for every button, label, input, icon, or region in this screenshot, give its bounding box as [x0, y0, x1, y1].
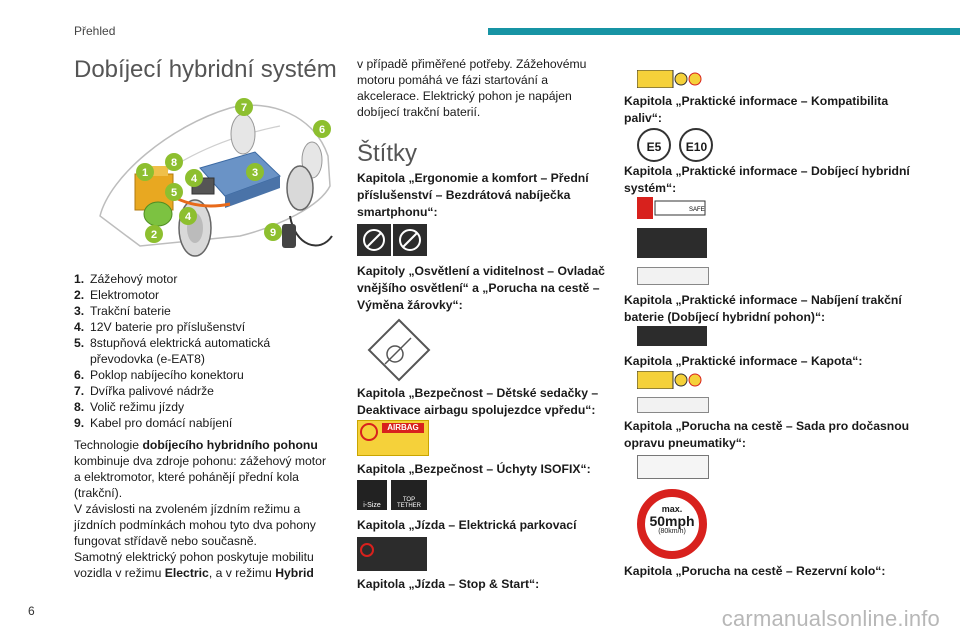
prohibition-icon — [360, 423, 378, 441]
sticker-airbag: AIRBAG — [357, 420, 429, 456]
page-number: 6 — [28, 604, 35, 618]
sticker-wireless-charger — [357, 224, 427, 261]
parking-brake-icon — [360, 543, 374, 557]
body-paragraph-3: Samotný elektrický pohon poskytuje mobil… — [74, 550, 314, 580]
isize-icon: i-Size — [357, 480, 387, 510]
sticker-hybrid: SAFE — [637, 197, 707, 224]
header-accent-bar — [488, 28, 960, 35]
marker-4a-label: 4 — [191, 173, 198, 185]
header-section: Přehled — [74, 24, 116, 38]
body-paragraph-4: v případě přiměřené potřeby. Zážehovému … — [357, 57, 587, 119]
marker-6-label: 6 — [319, 124, 325, 136]
label-fuel: Kapitola „Praktické informace – Kompatib… — [624, 94, 889, 125]
marker-3 — [246, 163, 264, 181]
marker-9 — [264, 223, 282, 241]
speed-sub: (80km/h) — [658, 528, 686, 535]
marker-4b — [179, 207, 197, 225]
legend-item: 6.Poklop nabíjecího konektoru — [74, 368, 244, 382]
stop-start-warning-icon — [636, 69, 702, 89]
legend-item: 9.Kabel pro domácí nabíjení — [74, 416, 233, 430]
marker-5 — [165, 183, 183, 201]
body-text-col2: v případě přiměřené potřeby. Zážehovému … — [357, 56, 607, 120]
legend-item: 7.Dvířka palivové nádrže — [74, 384, 214, 398]
label-osvetleni: Kapitoly „Osvětlení a viditelnost – Ovla… — [357, 264, 605, 312]
sticker-charging — [637, 326, 707, 346]
label-stop-start: Kapitola „Jízda – Stop & Start“: — [357, 577, 540, 591]
fuel-e5-badge: E5 — [637, 128, 671, 162]
legend-item: 2.Elektromotor — [74, 288, 160, 302]
marker-7-label: 7 — [241, 102, 247, 114]
marker-1 — [136, 163, 154, 181]
legend-item: 4.12V baterie pro příslušenství — [74, 320, 246, 334]
speed-limit-badge: max. 50mph (80km/h) — [637, 489, 707, 559]
sticker-bonnet — [636, 370, 707, 394]
sticker-tyre-repair — [637, 455, 709, 479]
legend-item: 5.8stupňová elektrická automatická převo… — [74, 336, 271, 366]
body-text-col1: Technologie dobíjecího hybridního pohonu… — [74, 437, 330, 581]
legend-item: 8.Volič režimu jízdy — [74, 400, 185, 414]
label-airbag: Kapitola „Bezpečnost – Dětské sedačky – … — [357, 386, 599, 417]
legend-item: 1.Zážehový motor — [74, 272, 178, 286]
label-tyre-repair: Kapitola „Porucha na cestě – Sada pro do… — [624, 419, 910, 450]
marker-8 — [165, 153, 183, 171]
label-bonnet: Kapitola „Praktické informace – Kapota“: — [624, 354, 863, 368]
sticker-hybrid-3 — [637, 267, 709, 285]
marker-1-label: 1 — [142, 167, 148, 179]
top-tether-icon: TOP TETHER — [391, 480, 427, 510]
label-charging: Kapitola „Praktické informace – Nabíjení… — [624, 293, 902, 324]
marker-2-label: 2 — [151, 229, 157, 241]
wireless-charger-icon — [357, 224, 427, 256]
speed-value: 50mph — [649, 513, 695, 529]
watermark: carmanualsonline.info — [721, 606, 940, 631]
section-title-labels: Štítky — [357, 140, 418, 167]
sticker-bonnet-2 — [637, 397, 709, 413]
hybrid-system-diagram: 1 2 3 4 4 5 6 7 8 9 — [99, 98, 333, 257]
marker-8-label: 8 — [171, 157, 177, 169]
sticker-parking-brake — [357, 537, 427, 571]
legend-item: 3.Trakční baterie — [74, 304, 171, 318]
bulb-warning-icon — [367, 318, 431, 382]
fuel-badges: E5 E10 — [637, 128, 714, 162]
label-ergonomie: Kapitola „Ergonomie a komfort – Přední p… — [357, 171, 589, 219]
body-paragraph-2: V závislosti na zvoleném jízdním režimu … — [74, 502, 316, 548]
sticker-hybrid-2 — [637, 228, 707, 258]
marker-7 — [235, 98, 253, 116]
label-spare-wheel: Kapitola „Porucha na cestě – Rezervní ko… — [624, 564, 886, 578]
component-legend: 1.Zážehový motor 2.Elektromotor 3.Trakčn… — [74, 271, 330, 431]
marker-2 — [145, 225, 163, 243]
hybrid-warning-icon: SAFE — [637, 197, 706, 219]
marker-6 — [313, 120, 331, 138]
marker-4a — [185, 169, 203, 187]
marker-9-label: 9 — [270, 227, 276, 239]
sticker-stop-start — [636, 69, 707, 93]
bonnet-warning-icon — [636, 370, 702, 390]
page-title: Dobíjecí hybridní systém — [74, 56, 337, 83]
svg-text:SAFE: SAFE — [689, 207, 705, 213]
fuel-e10-badge: E10 — [679, 128, 714, 162]
airbag-tag: AIRBAG — [382, 423, 424, 433]
marker-4b-label: 4 — [185, 211, 192, 223]
marker-5-label: 5 — [171, 187, 177, 199]
speed-max-label: max. — [661, 504, 683, 514]
sticker-bulb — [365, 316, 433, 389]
label-isofix: Kapitola „Bezpečnost – Úchyty ISOFIX“: — [357, 462, 591, 476]
body-paragraph-1: Technologie dobíjecího hybridního pohonu… — [74, 438, 327, 500]
marker-3-label: 3 — [252, 167, 258, 179]
label-hybrid-system: Kapitola „Praktické informace – Dobíjecí… — [624, 164, 910, 195]
